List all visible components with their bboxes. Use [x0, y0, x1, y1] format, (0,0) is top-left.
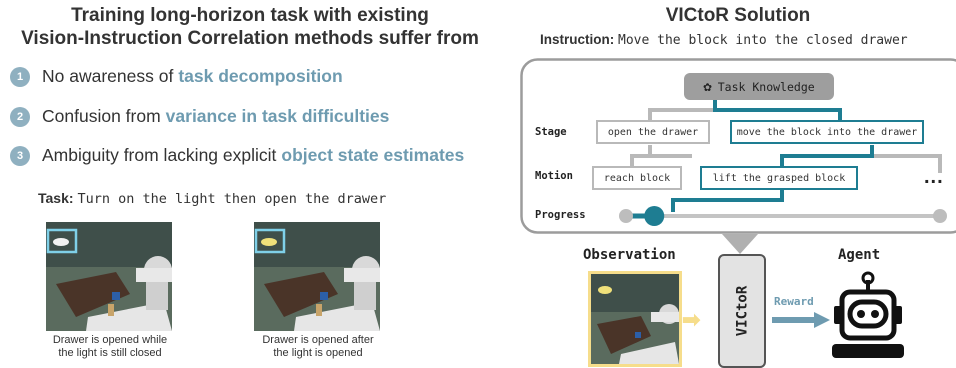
instruction-label: Instruction: — [540, 32, 615, 47]
row-label-motion: Motion — [535, 170, 573, 182]
caption-1: Drawer is opened while the light is stil… — [28, 334, 192, 360]
left-title: Training long-horizon task with existing… — [0, 4, 500, 50]
scene-image-1 — [46, 222, 172, 331]
ellipsis: ... — [924, 166, 944, 188]
issue-1-highlight: task decomposition — [178, 66, 343, 86]
issue-3: 3 Ambiguity from lacking explicit object… — [10, 145, 464, 166]
connector-progress-active — [671, 189, 784, 212]
scene-2-drawing — [254, 222, 380, 331]
caption-2-line1: Drawer is opened after — [262, 334, 374, 346]
task-knowledge-pill: ✿ Task Knowledge — [684, 73, 834, 100]
number-2-icon: 2 — [10, 106, 30, 127]
task-knowledge-label: Task Knowledge — [717, 79, 815, 94]
connector-stage-1 — [648, 98, 717, 122]
reward-arrow-icon — [772, 312, 830, 328]
connector-motion-1 — [630, 145, 652, 166]
instruction-text: Move the block into the closed drawer — [618, 33, 908, 48]
task-line: Task: Turn on the light then open the dr… — [38, 190, 386, 207]
victor-label: VICtoR — [734, 285, 751, 337]
left-title-line1: Training long-horizon task with existing — [71, 5, 429, 26]
motion-box-2-active: lift the grasped block — [700, 166, 858, 190]
robot-agent-icon — [832, 271, 904, 358]
number-3-icon: 3 — [10, 145, 30, 166]
openai-logo-icon: ✿ — [703, 78, 712, 95]
row-label-stage: Stage — [535, 126, 567, 138]
issue-2-text: Confusion from — [42, 106, 161, 126]
task-label: Task: — [38, 190, 74, 206]
connector-stage-2-active — [713, 98, 842, 122]
knowledge-frame — [520, 58, 956, 234]
issue-1: 1 No awareness of task decomposition — [10, 66, 343, 87]
reward-label: Reward — [774, 295, 814, 308]
instruction-line: Instruction: Move the block into the clo… — [540, 32, 908, 48]
hierarchy-diagram — [520, 58, 956, 254]
issue-2-highlight: variance in task difficulties — [165, 106, 390, 126]
stage-box-1: open the drawer — [596, 120, 710, 144]
issue-3-text: Ambiguity from lacking explicit — [42, 145, 277, 165]
task-text: Turn on the light then open the drawer — [77, 191, 387, 207]
caption-1-line2: the light is still closed — [58, 347, 162, 359]
observation-image — [588, 271, 682, 367]
scene-image-2 — [254, 222, 380, 331]
motion-box-1: reach block — [592, 166, 682, 190]
connector-motion-2-active — [780, 145, 874, 166]
stage-box-2-active: move the block into the drawer — [730, 120, 924, 144]
right-title: VICtoR Solution — [665, 5, 811, 26]
issue-3-highlight: object state estimates — [281, 145, 465, 165]
progress-end-dot — [933, 209, 947, 223]
progress-knob[interactable] — [644, 206, 665, 226]
observation-label: Observation — [583, 247, 676, 263]
victor-model-box: VICtoR — [718, 254, 766, 368]
observation-arrow-icon: ➡ — [682, 307, 701, 332]
scene-1-drawing — [46, 222, 172, 331]
pointer-arrow — [722, 234, 758, 254]
issue-2: 2 Confusion from variance in task diffic… — [10, 106, 389, 127]
progress-start-dot — [619, 209, 633, 223]
caption-1-line1: Drawer is opened while — [52, 334, 168, 346]
left-title-line2: Vision-Instruction Correlation methods s… — [21, 28, 479, 49]
caption-2: Drawer is opened after the light is open… — [236, 334, 400, 360]
caption-2-line2: the light is opened — [273, 347, 363, 359]
observation-scene — [591, 274, 679, 364]
row-label-progress: Progress — [535, 209, 586, 221]
issue-1-text: No awareness of — [42, 66, 174, 86]
number-1-icon: 1 — [10, 66, 30, 87]
agent-label: Agent — [838, 247, 881, 263]
